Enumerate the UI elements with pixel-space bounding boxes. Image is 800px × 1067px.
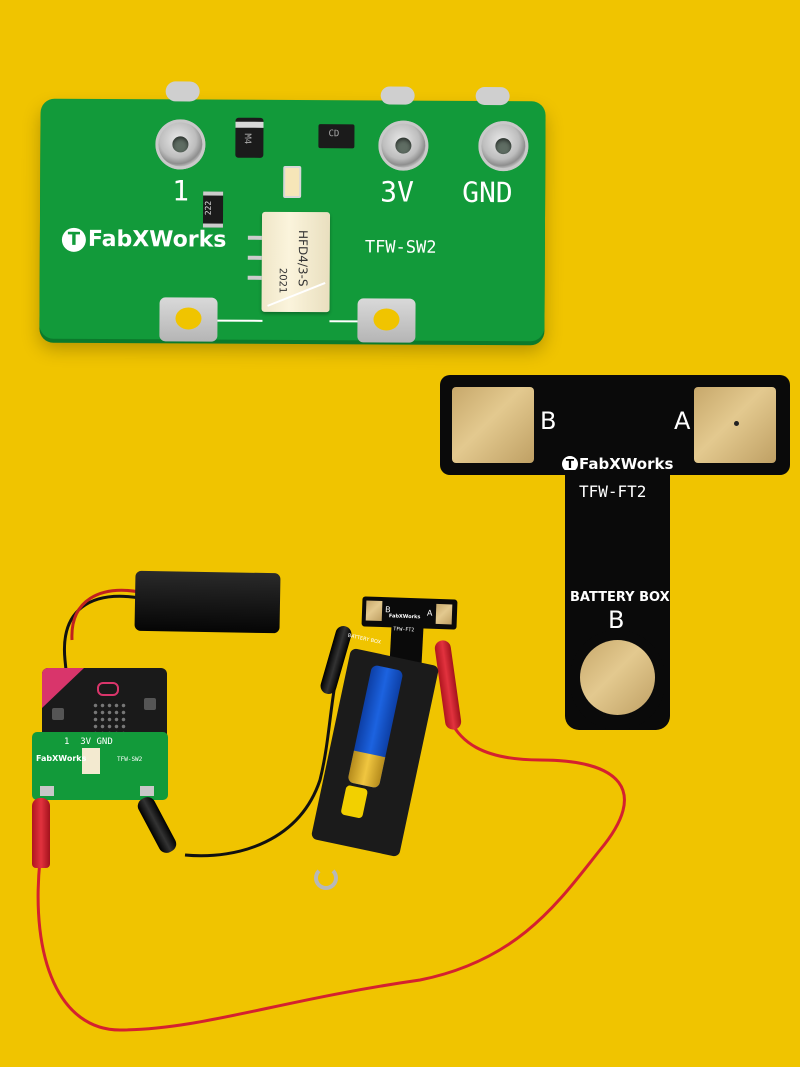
small-t-model: TFW-FT2 <box>393 626 415 634</box>
gold-pad-b <box>452 387 534 463</box>
small-t-logo: FabXWorks <box>388 613 421 621</box>
yellow-gear-icon <box>340 784 369 819</box>
t-board-model: TFW-FT2 <box>579 482 647 501</box>
small-logo: FabXWorks <box>36 754 87 763</box>
label-b: B <box>540 407 557 435</box>
small-switch-board: 1 3V GND FabXWorks TFW-SW2 <box>32 732 168 800</box>
hook-icon <box>314 866 338 890</box>
button-a-icon <box>52 708 64 720</box>
t-board: B A T FabXWorks <box>440 375 790 475</box>
aa-battery-icon <box>347 664 404 789</box>
gold-pad-a <box>694 387 776 463</box>
t-board-logo: T FabXWorks <box>562 455 673 473</box>
small-relay <box>82 748 100 774</box>
small-pin-labels: 1 3V GND <box>64 737 113 747</box>
battery-box-label: BATTERY BOX <box>570 590 670 605</box>
battery-letter: B <box>608 606 625 634</box>
label-a: A <box>674 407 691 435</box>
small-t-label-a: A <box>426 608 433 618</box>
button-b-icon <box>144 698 156 710</box>
small-model: TFW-SW2 <box>117 756 143 763</box>
logo-t-icon: T <box>562 456 578 472</box>
logo-text: FabXWorks <box>579 455 674 473</box>
gold-pad-round <box>580 640 655 715</box>
battery-case <box>134 570 281 634</box>
red-clip-left <box>32 798 50 868</box>
microbit-face-icon <box>97 682 119 696</box>
